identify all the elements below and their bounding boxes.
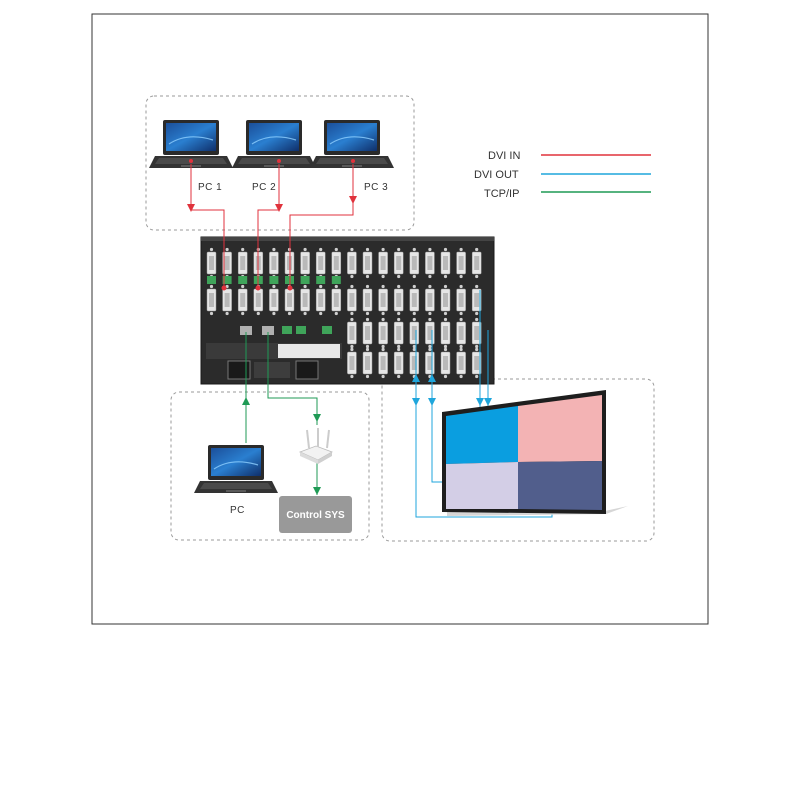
dvi-port: [315, 247, 326, 279]
dvi-port: [362, 347, 373, 379]
dvi-port: [393, 284, 404, 316]
dvi-port: [300, 284, 311, 316]
dvi-port: [456, 347, 467, 379]
dvi-port: [424, 247, 435, 279]
dvi-port: [456, 247, 467, 279]
dvi-port: [456, 317, 467, 349]
control-pc-label: PC: [230, 505, 245, 516]
dvi-port: [440, 317, 451, 349]
dvi-port: [346, 317, 357, 349]
dvi-port: [331, 247, 342, 279]
source-pc-label: PC 3: [364, 182, 388, 193]
dvi-port: [331, 284, 342, 316]
dvi-port: [362, 284, 373, 316]
dvi-in-links: [190, 164, 354, 287]
status-led: [316, 276, 326, 284]
tcp-ip-arrows: [242, 397, 321, 495]
dvi-port: [424, 347, 435, 379]
video-wall-panel: [518, 461, 602, 510]
video-wall-panel: [446, 406, 518, 464]
dvi-port: [362, 247, 373, 279]
status-led: [238, 276, 248, 284]
control-system: Control SYS: [279, 496, 352, 533]
router-icon: [298, 428, 333, 464]
dvi-port: [346, 247, 357, 279]
dvi-port: [378, 284, 389, 316]
dvi-in-arrows: [187, 159, 357, 291]
legend-label-dvi-out: DVI OUT: [474, 169, 519, 181]
dvi-port: [237, 247, 248, 279]
dvi-port: [346, 347, 357, 379]
dvi-port: [424, 284, 435, 316]
source-pc-3: PC 3: [309, 119, 395, 193]
status-led: [222, 276, 232, 284]
control-group-box: [170, 391, 370, 541]
video-wall-display: [442, 390, 628, 516]
dvi-port: [440, 247, 451, 279]
dvi-port: [237, 284, 248, 316]
dvi-out-arrows: [412, 374, 492, 406]
status-led: [269, 276, 279, 284]
dvi-port: [346, 284, 357, 316]
dvi-port: [362, 317, 373, 349]
control-system-label: Control SYS: [286, 510, 345, 521]
dvi-port: [424, 317, 435, 349]
dvi-port: [409, 284, 420, 316]
control-pc: PC: [193, 444, 279, 516]
video-wall-panel: [518, 395, 602, 462]
dvi-port: [456, 284, 467, 316]
dvi-port: [378, 247, 389, 279]
status-led: [300, 276, 310, 284]
legend: DVI IN DVI OUT TCP/IP: [474, 150, 651, 200]
dvi-port: [409, 347, 420, 379]
display-group-box: [381, 378, 655, 542]
source-pc-2: PC 2: [231, 119, 317, 193]
dvi-port: [409, 317, 420, 349]
source-pc-label: PC 1: [198, 182, 222, 193]
source-pc-1: PC 1: [148, 119, 234, 193]
source-group-box: [145, 95, 415, 231]
dvi-port: [440, 284, 451, 316]
status-led: [207, 276, 216, 284]
dvi-port: [268, 247, 279, 279]
dvi-port: [440, 347, 451, 379]
matrix-switcher-chassis: [200, 236, 495, 385]
dvi-port: [393, 347, 404, 379]
legend-label-dvi-in: DVI IN: [488, 150, 520, 162]
dvi-port: [300, 247, 311, 279]
dvi-port: [378, 317, 389, 349]
dvi-port: [409, 247, 420, 279]
legend-label-tcp-ip: TCP/IP: [484, 188, 519, 200]
source-pc-label: PC 2: [252, 182, 276, 193]
dvi-port: [268, 284, 279, 316]
dvi-port: [471, 247, 482, 279]
dvi-port: [315, 284, 326, 316]
dvi-port: [393, 247, 404, 279]
dvi-port: [378, 347, 389, 379]
status-led: [331, 276, 341, 284]
dvi-port: [393, 317, 404, 349]
dvi-port: [206, 284, 217, 316]
dvi-port: [206, 247, 217, 279]
video-wall-panel: [446, 462, 518, 509]
